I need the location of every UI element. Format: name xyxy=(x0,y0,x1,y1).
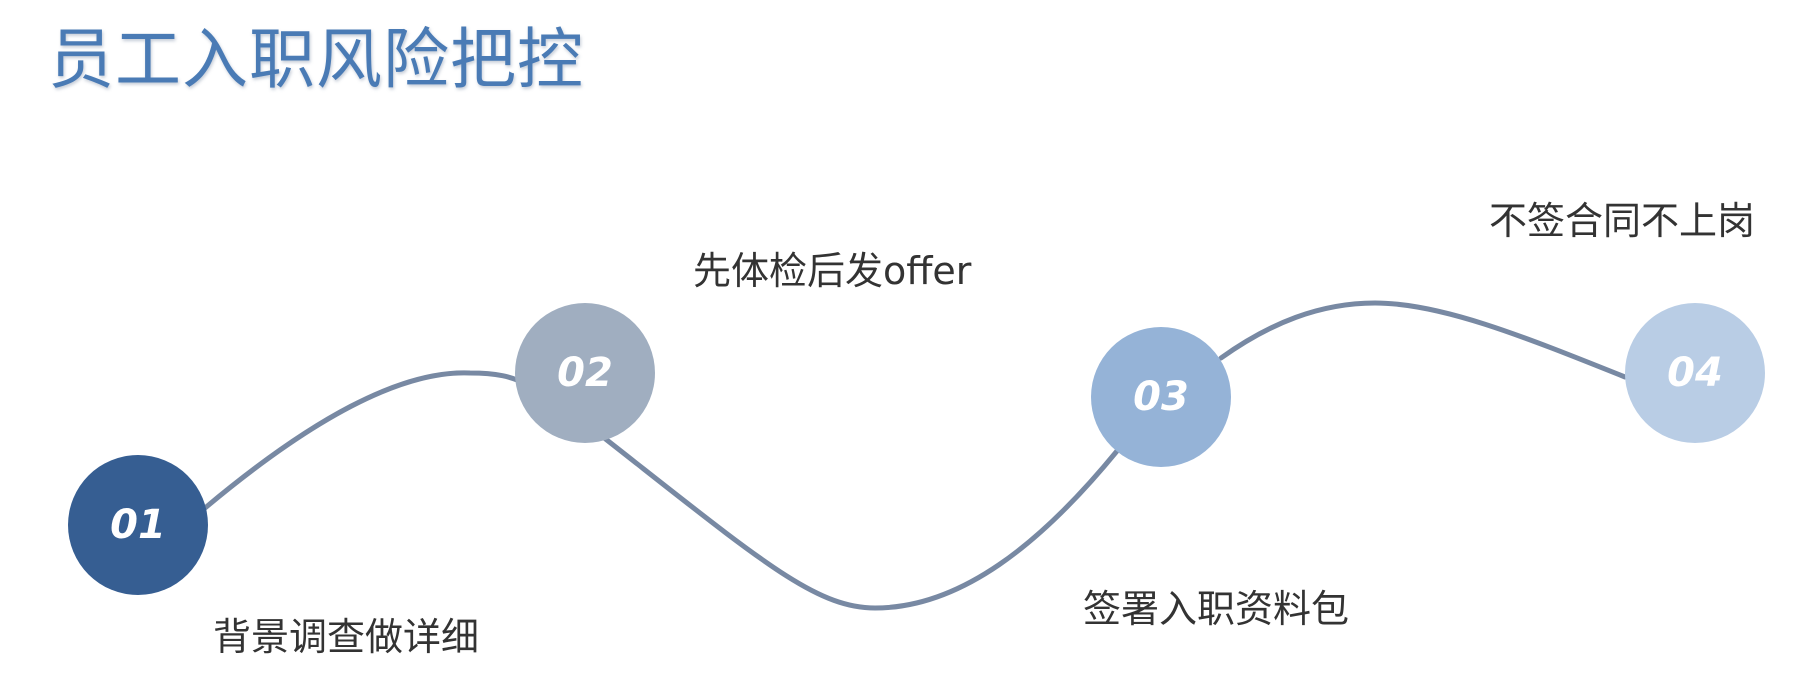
step-node-02: 02 xyxy=(515,303,655,443)
step-node-03: 03 xyxy=(1091,327,1231,467)
step-number-04: 04 xyxy=(1667,350,1723,396)
step-label-background-check: 背景调查做详细 xyxy=(213,615,480,659)
step-label-onboarding-package: 签署入职资料包 xyxy=(1083,587,1350,631)
step-number-02: 02 xyxy=(557,350,613,396)
step-node-04: 04 xyxy=(1625,303,1765,443)
step-node-01: 01 xyxy=(68,455,208,595)
step-label-contract-first: 不签合同不上岗 xyxy=(1489,199,1756,243)
page-title: 员工入职风险把控 xyxy=(48,21,584,98)
wave-line xyxy=(202,300,1628,611)
step-number-03: 03 xyxy=(1133,374,1189,420)
step-number-01: 01 xyxy=(110,502,166,548)
step-label-medical-exam: 先体检后发offer xyxy=(693,249,972,293)
